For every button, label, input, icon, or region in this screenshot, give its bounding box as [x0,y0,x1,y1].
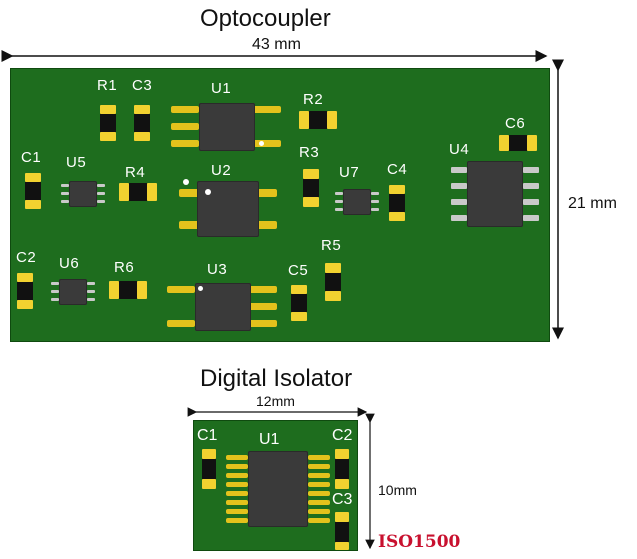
ref-C3: C3 [132,77,153,94]
iso-chip-U1 [226,451,330,529]
ref-U3: U3 [207,261,228,278]
ref-R3: R3 [299,144,320,161]
ref-U2: U2 [211,162,232,179]
ref-U7: U7 [339,164,360,181]
ref-C2: C2 [16,249,37,266]
capacitor-C3 [134,105,150,141]
capacitor-C2 [17,273,33,309]
optocoupler-title: Optocoupler [200,5,331,32]
ref-R6: R6 [114,259,135,276]
chip-U6 [51,279,95,305]
resistor-R4 [119,183,157,201]
isolator-height-label: 10mm [378,482,417,498]
isolator-board: C1 U1 C2 C3 [193,420,358,551]
iso-ref-C3: C3 [332,491,353,508]
iso-capacitor-C1 [202,449,216,489]
ref-U1: U1 [211,80,232,97]
ref-U6: U6 [59,255,80,272]
ref-U4: U4 [449,141,470,158]
ref-C5: C5 [288,262,309,279]
optocoupler-board: R1 C3 U1 R2 C1 U5 R4 U2 R3 U7 C4 U4 C6 C… [10,68,550,342]
ref-C1: C1 [21,149,42,166]
ref-R4: R4 [125,164,146,181]
capacitor-C6 [499,135,537,151]
resistor-R1 [100,105,116,141]
iso-capacitor-C2 [335,449,349,489]
capacitor-C1 [25,173,41,209]
resistor-R2 [299,111,337,129]
ref-R1: R1 [97,77,118,94]
ref-C6: C6 [505,115,526,132]
chip-U4 [451,161,539,229]
isolator-width-label: 12mm [256,393,295,409]
ref-R5: R5 [321,237,342,254]
ref-C4: C4 [387,161,408,178]
resistor-R5 [325,263,341,301]
isolator-title: Digital Isolator [200,365,353,392]
capacitor-C4 [389,185,405,221]
chip-U2 [179,179,277,239]
iso-capacitor-C3 [335,512,349,550]
optocoupler-height-label: 21 mm [568,195,617,212]
ref-R2: R2 [303,91,324,108]
capacitor-C5 [291,285,307,321]
chip-U7 [335,189,379,215]
chip-U3 [167,283,277,333]
resistor-R6 [109,281,147,299]
chip-U1 [171,103,281,153]
chip-U5 [61,181,105,207]
resistor-R3 [303,169,319,207]
optocoupler-width-label: 43 mm [252,36,301,53]
isolator-part-label: ISO1500 [378,532,461,552]
iso-ref-C2: C2 [332,427,353,444]
ref-U5: U5 [66,154,87,171]
iso-ref-C1: C1 [197,427,218,444]
iso-ref-U1: U1 [259,431,280,448]
